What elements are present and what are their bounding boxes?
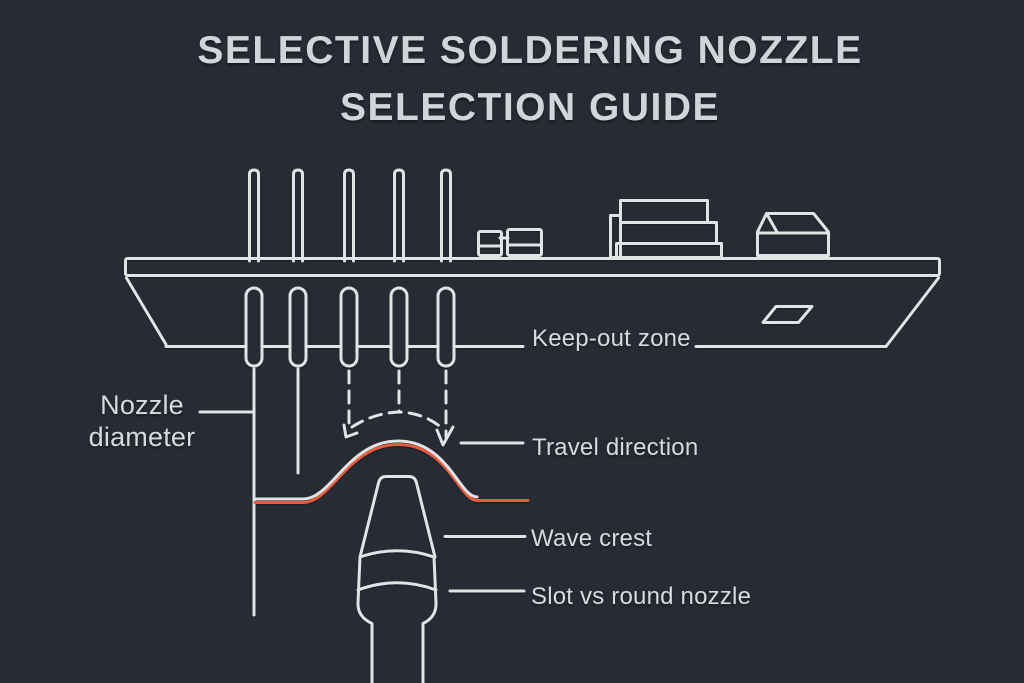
pin xyxy=(343,168,355,263)
nozzle xyxy=(356,475,438,683)
arrowhead-left xyxy=(342,423,359,439)
pad xyxy=(339,286,359,368)
stack-tier-bottom xyxy=(615,242,723,259)
pin xyxy=(248,168,260,263)
pcb-left-bevel xyxy=(125,276,168,346)
solder-wave xyxy=(253,439,530,504)
page-title: SELECTIVE SOLDERING NOZZLE SELECTION GUI… xyxy=(36,22,1024,136)
label-nozzle-diameter: Nozzle diameter xyxy=(88,390,196,452)
component-box-3d xyxy=(756,212,830,257)
nozzle-body-left xyxy=(356,555,374,683)
pad xyxy=(288,286,308,368)
label-slot-vs-round-nozzle: Slot vs round nozzle xyxy=(531,583,752,610)
nozzle-body-right xyxy=(421,555,438,683)
nozzle-rim-arc xyxy=(358,549,436,559)
smd-pad-parallelogram xyxy=(761,305,814,324)
label-wave-crest: Wave crest xyxy=(531,525,653,552)
chip-small xyxy=(506,228,543,257)
travel-path-dashed xyxy=(342,369,455,447)
component-chip-pair xyxy=(477,228,543,257)
title-line-2: SELECTION GUIDE xyxy=(339,86,721,129)
box-edge xyxy=(765,212,779,235)
component-stepped-stack xyxy=(609,199,723,259)
pointer-lines xyxy=(198,410,527,593)
solder-wave-accent xyxy=(253,442,530,504)
label-keep-out-zone: Keep-out zone xyxy=(532,325,691,352)
pcb-right-bevel xyxy=(884,276,940,348)
pad xyxy=(436,286,456,368)
pcb-top-bar xyxy=(124,257,941,277)
nozzle-cone xyxy=(358,475,437,559)
arrowhead-right xyxy=(435,425,455,447)
title-line-1: SELECTIVE SOLDERING NOZZLE xyxy=(197,29,863,72)
pin xyxy=(393,168,405,263)
chip-small xyxy=(477,230,503,257)
pad xyxy=(244,286,264,368)
pad xyxy=(389,286,409,368)
pin xyxy=(292,168,304,263)
stack-tier-top xyxy=(619,199,709,224)
smd-components xyxy=(477,199,830,324)
top-pins xyxy=(248,168,452,263)
measure-lines xyxy=(252,367,300,617)
through-hole-pads xyxy=(244,286,456,368)
nozzle-bulge-arc xyxy=(356,581,438,592)
label-travel-direction: Travel direction xyxy=(532,434,699,461)
dashed-arc xyxy=(350,410,445,431)
solder-wave-line xyxy=(253,439,479,501)
stack-tier-mid xyxy=(619,221,718,245)
pin xyxy=(440,168,452,263)
